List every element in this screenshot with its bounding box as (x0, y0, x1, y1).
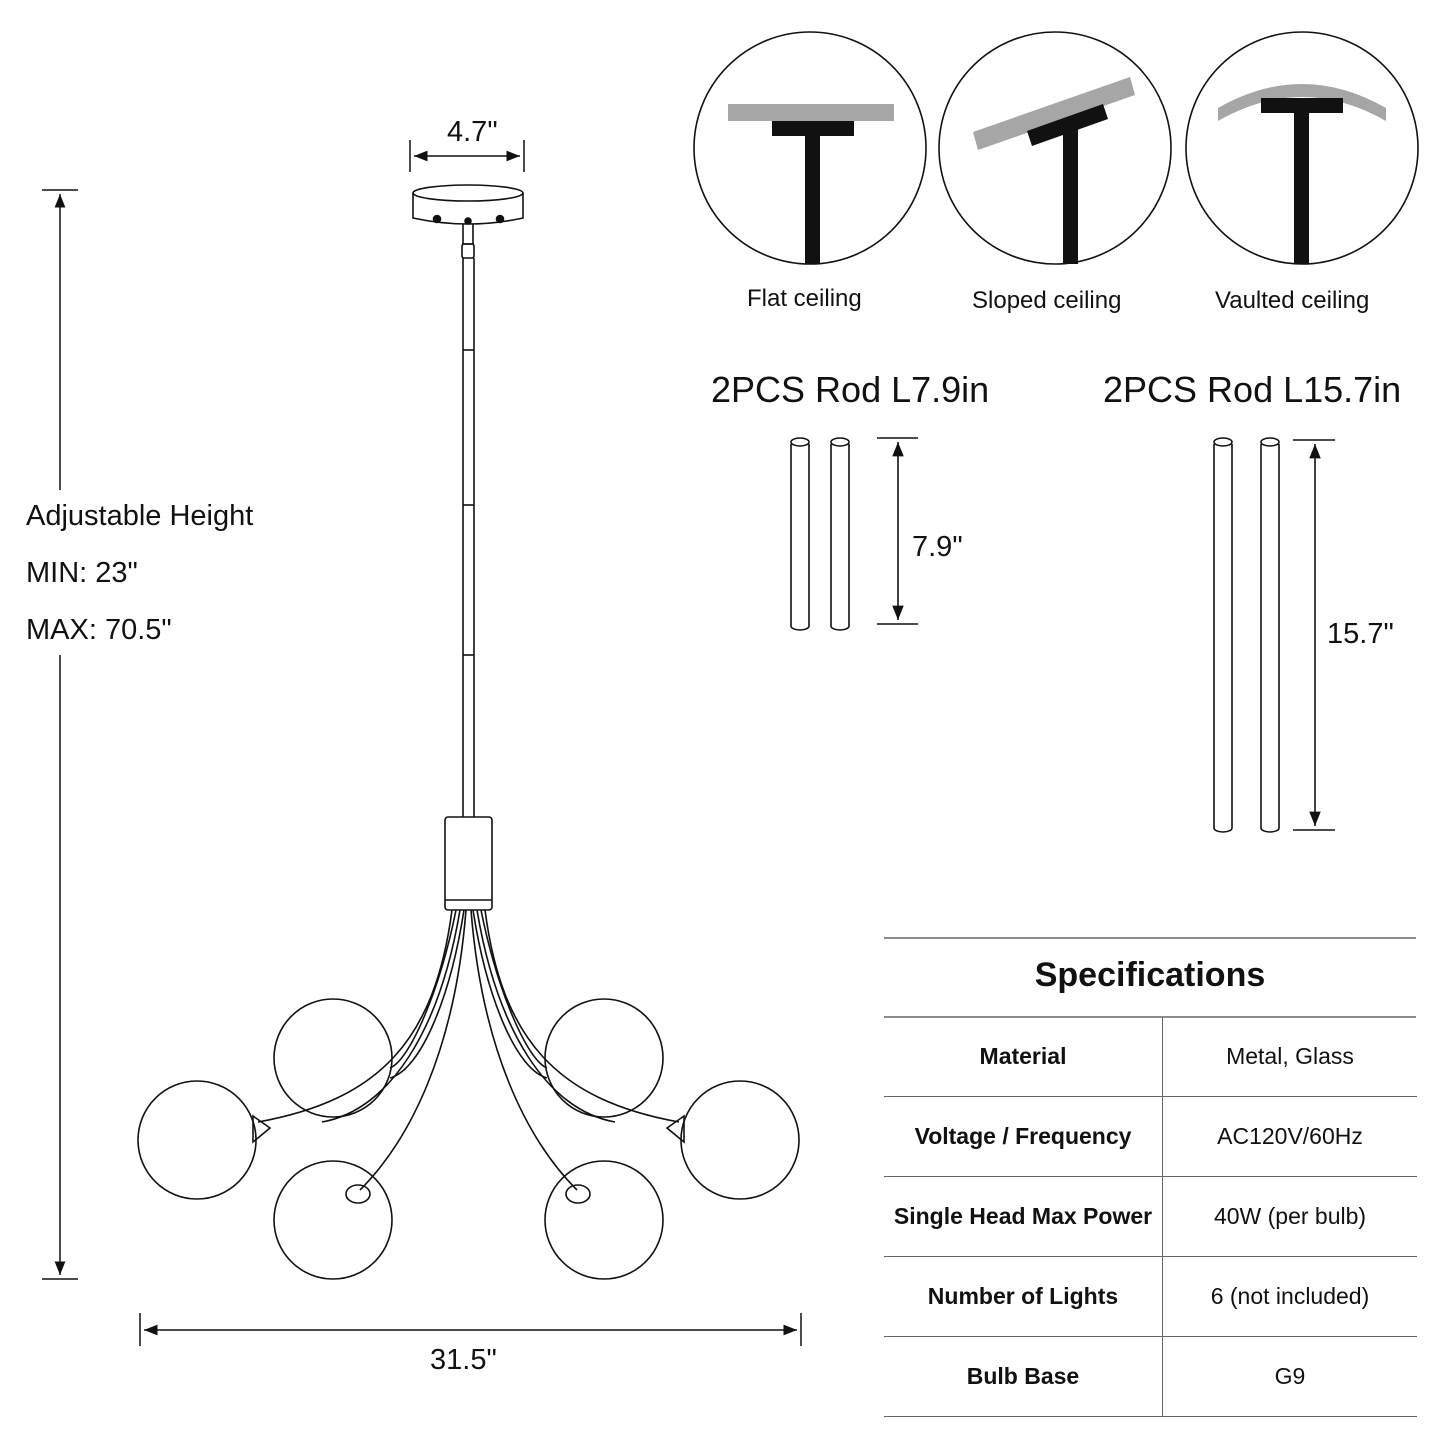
spec-key: Material (884, 1017, 1163, 1097)
spec-value: 6 (not included) (1162, 1256, 1417, 1337)
long-rod-length: 15.7" (1327, 618, 1394, 650)
globe (137, 1080, 257, 1200)
spec-key: Number of Lights (884, 1256, 1163, 1337)
spec-value: AC120V/60Hz (1162, 1096, 1417, 1177)
long-rod-title: 2PCS Rod L15.7in (1103, 369, 1402, 410)
adjustable-height-min: MIN: 23" (26, 557, 138, 589)
short-rod-length: 7.9" (912, 531, 963, 563)
globe (680, 1080, 800, 1200)
short-rods-drawing (790, 437, 918, 631)
short-rod-title: 2PCS Rod L7.9in (711, 369, 990, 410)
flat-ceiling-icon (693, 31, 927, 265)
overall-width-dimension (139, 1313, 802, 1346)
globe (273, 1160, 393, 1280)
adjustable-height-title: Adjustable Height (26, 500, 254, 532)
sloped-ceiling-label: Sloped ceiling (972, 287, 1122, 314)
spec-value: G9 (1162, 1336, 1417, 1417)
spec-key: Single Head Max Power (884, 1176, 1163, 1257)
specifications-title: Specifications (1034, 956, 1266, 994)
canopy-width-label: 4.7" (447, 116, 498, 148)
spec-key: Voltage / Frequency (884, 1096, 1163, 1177)
height-dimension-line (42, 189, 78, 1280)
spec-key: Bulb Base (884, 1336, 1163, 1417)
spec-value: 40W (per bulb) (1162, 1176, 1417, 1257)
long-rods-drawing (1213, 437, 1335, 833)
sloped-ceiling-icon (938, 31, 1172, 265)
globe (544, 1160, 664, 1280)
globe (273, 998, 393, 1118)
canopy-width-dimension (409, 140, 525, 172)
spec-value: Metal, Glass (1162, 1017, 1417, 1097)
vaulted-ceiling-label: Vaulted ceiling (1215, 287, 1370, 314)
chandelier-drawing (137, 184, 800, 1280)
flat-ceiling-label: Flat ceiling (747, 285, 862, 312)
vaulted-ceiling-icon (1185, 31, 1419, 265)
adjustable-height-max: MAX: 70.5" (26, 614, 172, 646)
globe (544, 998, 664, 1118)
overall-width-label: 31.5" (430, 1344, 497, 1376)
